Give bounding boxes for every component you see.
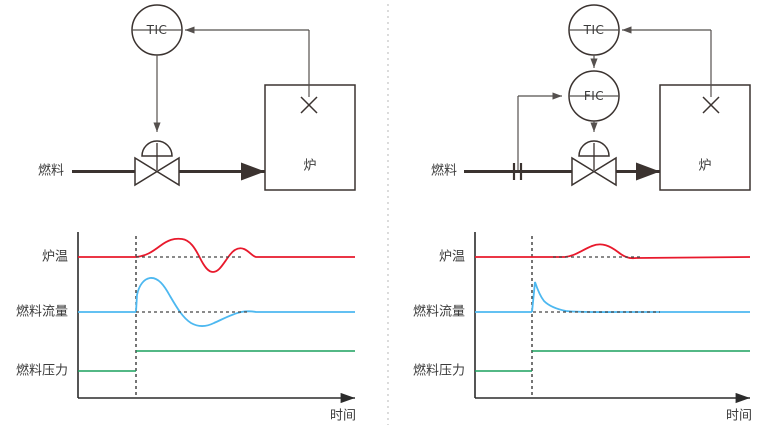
right-series-label-temperature: 炉温: [438, 249, 465, 265]
left-furnace-label: 炉: [303, 158, 317, 174]
left-x-axis-label: 时间: [330, 408, 357, 424]
flow-response-curve: [531, 281, 750, 313]
right-fuel-label: 燃料: [430, 163, 457, 179]
temperature-response-curve: [532, 243, 751, 260]
temperature-response-curve: [135, 237, 355, 273]
right-series-label-pressure: 燃料压力: [412, 363, 465, 379]
valve-body-right: [155, 156, 180, 187]
left-series-label-pressure: 燃料压力: [15, 363, 68, 379]
orifice-plate-icon: [512, 163, 523, 180]
temperature-element-cross-icon: [300, 96, 318, 114]
tic-label: TIC: [146, 23, 168, 37]
right-x-axis-label: 时间: [726, 408, 753, 424]
left-chart: [77, 232, 355, 404]
right-chart: [474, 232, 751, 404]
right-series-label-flow: 燃料流量: [412, 304, 465, 320]
left-series-label-flow: 燃料流量: [15, 304, 68, 320]
left-series-label-temperature: 炉温: [41, 249, 68, 265]
flow-response-curve: [135, 277, 355, 327]
valve-body-left: [571, 156, 596, 187]
furnace-box: [264, 84, 356, 191]
furnace-box: [659, 84, 751, 191]
fic-label: FIC: [584, 89, 604, 103]
right-pid-group: TIC FIC: [464, 4, 751, 191]
valve-body-right: [592, 156, 617, 187]
valve-body-left: [134, 156, 159, 187]
right-furnace-label: 炉: [698, 158, 712, 174]
left-fuel-label: 燃料: [37, 163, 64, 179]
left-pid-group: TIC: [72, 4, 356, 191]
temperature-element-cross-icon: [702, 96, 720, 114]
tic-label: TIC: [583, 23, 605, 37]
